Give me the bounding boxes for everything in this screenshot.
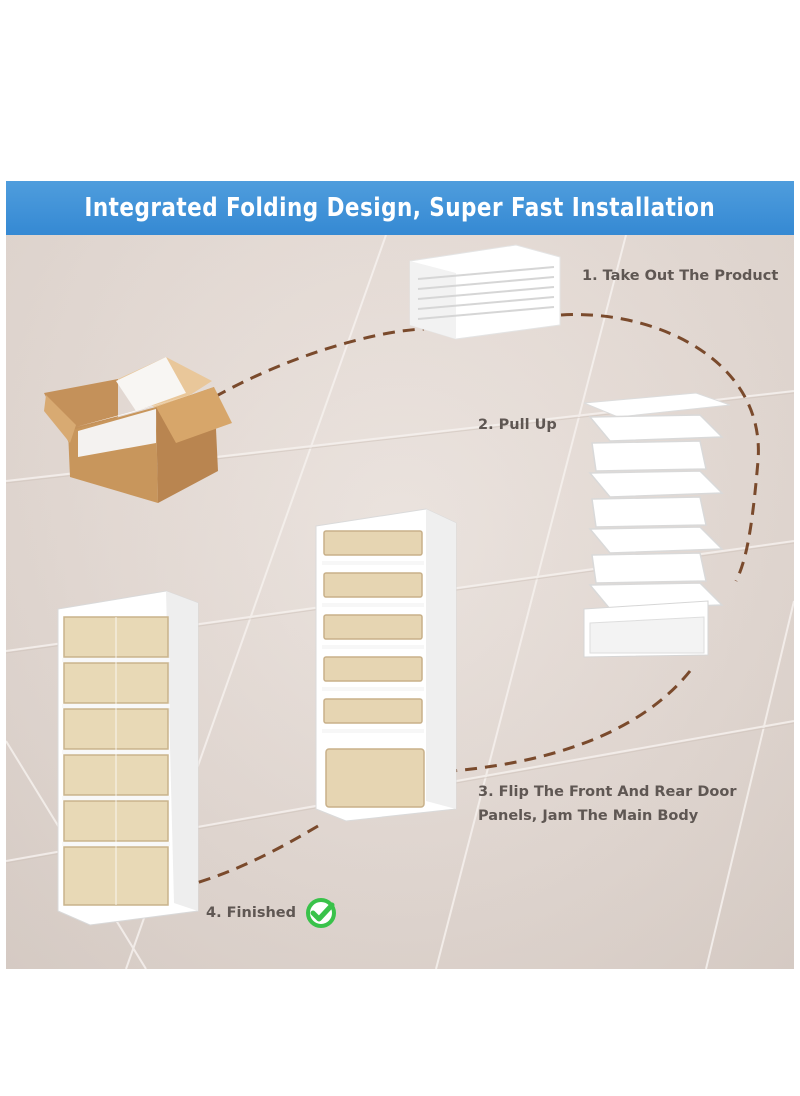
step-4-text: 4. Finished [206,905,296,921]
installation-path [451,670,692,773]
folded-cabinet-icon [409,244,561,340]
step-2-label: 2. Pull Up [478,413,557,437]
flipped-cabinet-icon [315,508,457,822]
pulled-up-cabinet-icon [583,392,731,658]
installation-path [195,824,319,885]
banner-title: Integrated Folding Design, Super Fast In… [84,193,716,223]
installation-illustration: Integrated Folding Design, Super Fast In… [6,181,794,969]
green-check-icon [305,898,336,928]
installation-path [560,313,760,582]
step-3-text-line-2: Panels, Jam The Main Body [478,808,699,824]
cardboard-box-icon [44,357,232,503]
title-banner: Integrated Folding Design, Super Fast In… [6,181,794,235]
step-4-label: 4. Finished [206,896,338,930]
step-3-label: 3. Flip The Front And Rear Door Panels, … [478,780,736,828]
step-1-text: 1. Take Out The Product [582,268,779,284]
artwork [44,244,760,926]
installation-path [180,327,425,420]
step-3-text-line-1: 3. Flip The Front And Rear Door [478,784,737,800]
finished-cabinet-icon [57,590,199,926]
step-2-text: 2. Pull Up [478,417,557,433]
step-1-label: 1. Take Out The Product [582,264,778,288]
